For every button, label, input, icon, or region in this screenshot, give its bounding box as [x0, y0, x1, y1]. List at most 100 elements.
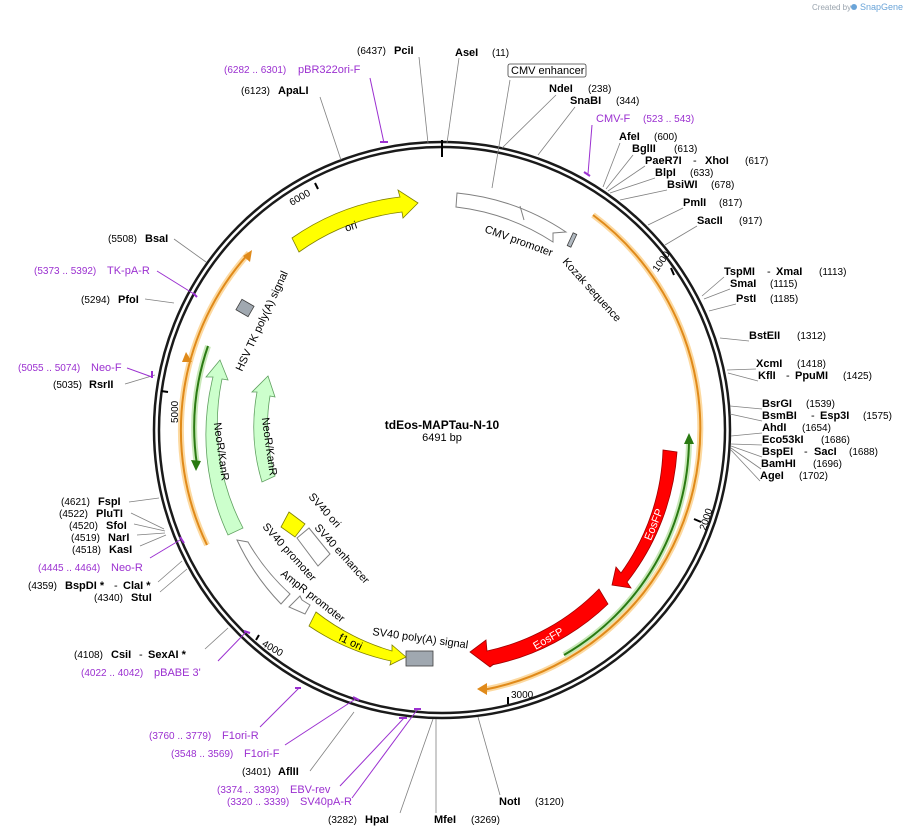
- primer-f1orir-range: (3760 .. 3779): [149, 731, 211, 742]
- tick-6000-mark: [314, 182, 319, 190]
- enzyme-bsiwi-pos: (678): [711, 180, 734, 191]
- plead-cmvf: [587, 124, 593, 175]
- feature-eosfp-1: [611, 449, 678, 589]
- enzyme-csii-name: CsiI: [111, 649, 131, 661]
- lead-fspi: [128, 497, 160, 503]
- enzyme-bsmbi-name: BsmBI: [762, 410, 797, 422]
- orf-left-arrowhead: [243, 250, 252, 262]
- primer-tkpa-range: (5373 .. 5392): [34, 266, 96, 277]
- enzyme-pfoi-pos: (5294): [81, 295, 110, 306]
- tick-2000-mark: [693, 518, 702, 523]
- lead-bsmbi: [729, 413, 763, 422]
- enzyme-bspei-name: BspEI: [762, 446, 793, 458]
- lead-asei: [446, 57, 460, 144]
- enzyme-snabi-pos: (344): [616, 96, 639, 107]
- feature-label-f1-ori: f1 ori: [337, 632, 364, 653]
- enzyme-mfei-pos: (3269): [471, 815, 500, 826]
- lead-bglii: [605, 154, 634, 190]
- lead-blpi: [609, 177, 656, 194]
- enzyme-sep-dash: -: [767, 266, 771, 278]
- orf-left-green-arc: [193, 345, 209, 466]
- enzyme-pfoi-name: PfoI: [118, 294, 139, 306]
- feature-label-eosfp-1: EosFP: [643, 507, 666, 542]
- lead-psti: [708, 303, 737, 312]
- enzyme-kasi-pos: (4518): [72, 545, 101, 556]
- enzyme-xcmi-name: XcmI: [756, 358, 782, 370]
- enzyme-hpai-pos: (3282): [328, 815, 357, 826]
- enzyme-afliii-name: AflII: [278, 766, 299, 778]
- feature-label-kozak: Kozak sequence: [560, 256, 623, 324]
- enzyme-paer7i-pos: (617): [745, 156, 768, 167]
- primer-f1orif-name: F1ori-F: [244, 748, 280, 760]
- lead-bspei: [730, 445, 763, 458]
- plead-f1orif: [284, 697, 358, 746]
- lead-ahdi: [730, 432, 763, 437]
- lead-ndei: [501, 94, 557, 149]
- enzyme-fspi-name: FspI: [98, 496, 121, 508]
- snapgene-credit: Created by SnapGene: [812, 2, 903, 12]
- lead-nari: [136, 532, 166, 536]
- lead-pfoi: [144, 298, 175, 304]
- enzyme-sfoi-pos: (4520): [69, 521, 98, 532]
- enzyme-stui-pos: (4340): [94, 593, 123, 604]
- snapgene-logo-icon: [851, 4, 857, 10]
- enzyme-tspmi-pos: (1113): [819, 267, 846, 278]
- orf-green-arc: [563, 439, 690, 656]
- primer-mark-cmvf: [583, 171, 591, 177]
- enzyme-sep-dash: -: [804, 446, 808, 458]
- lead-csii: [204, 627, 229, 650]
- feature-label-sv40-ori: SV40 ori: [306, 491, 343, 530]
- tick-3000-label: 3000: [511, 690, 534, 701]
- enzyme-bglii-name: BglII: [632, 143, 656, 155]
- credit-created-by: Created by: [812, 3, 851, 12]
- enzyme-stui-name: StuI: [131, 592, 152, 604]
- lead-bsiwi: [619, 189, 668, 201]
- primer-mark-tkpa: [192, 292, 198, 298]
- lead-sfoi: [133, 523, 166, 532]
- enzyme-pcii-pos: (6437): [357, 46, 386, 57]
- primer-pbr322ori-range: (6282 .. 6301): [224, 65, 286, 76]
- enzyme-blpi-name: BlpI: [655, 167, 676, 179]
- lead-pmli: [647, 207, 684, 226]
- enzyme-hpai-name: HpaI: [365, 814, 389, 826]
- orf-large-arrowhead: [477, 683, 487, 695]
- enzyme-bsteii-pos: (1312): [797, 331, 826, 342]
- primer-cmvf-name: CMV-F: [596, 113, 631, 125]
- feature-sv40-ori: [280, 511, 306, 538]
- primer-pbabe-name: pBABE 3': [154, 667, 201, 679]
- lead-pluti: [130, 512, 165, 530]
- enzyme-tspmi-name: TspMI: [724, 266, 755, 278]
- enzyme-fspi-pos: (4621): [61, 497, 90, 508]
- plead-neof: [126, 367, 153, 378]
- plead-ebvrev: [339, 717, 405, 787]
- enzyme-xcmi-pos: (1418): [797, 359, 826, 370]
- enzyme-rsrii-pos: (5035): [53, 380, 82, 391]
- plasmid-backbone: [152, 140, 732, 720]
- enzyme-eco53ki-name: Eco53kI: [762, 434, 804, 446]
- enzyme-bspdi-pos: (4359): [28, 581, 57, 592]
- enzyme-pluti-pos: (4522): [59, 509, 88, 520]
- enzyme-csii-pos: (4108): [74, 650, 103, 661]
- enzyme-apali-name: ApaLI: [278, 85, 309, 97]
- enzyme-bamhi-name: BamHI: [761, 458, 796, 470]
- orf-large-arc: [482, 214, 702, 691]
- primer-pbabe-range: (4022 .. 4042): [81, 668, 143, 679]
- enzyme-mfei-name: MfeI: [434, 814, 456, 826]
- enzyme-pmli-pos: (817): [719, 198, 742, 209]
- enzyme-afliii-pos: (3401): [242, 767, 271, 778]
- enzyme-nari-name: NarI: [108, 532, 129, 544]
- plead-neor: [149, 539, 181, 559]
- lead-afei: [602, 142, 621, 188]
- primer-f1orif-range: (3548 .. 3569): [171, 749, 233, 760]
- enzyme-ahdi-pos: (1654): [802, 423, 831, 434]
- tick-4000-mark: [255, 634, 260, 641]
- plasmid-name: tdEos-MAPTau-N-10: [385, 418, 500, 432]
- tick-5000-mark: [160, 390, 169, 393]
- feature-sv40-enhancer: [296, 527, 331, 567]
- enzyme-bsrgi-pos: (1539): [806, 399, 835, 410]
- primer-f1orir-name: F1ori-R: [222, 730, 259, 742]
- feature-eosfp-2: [469, 588, 609, 668]
- plasmid-size: 6491 bp: [422, 432, 462, 444]
- enzyme-saci-name: SacI: [814, 446, 837, 458]
